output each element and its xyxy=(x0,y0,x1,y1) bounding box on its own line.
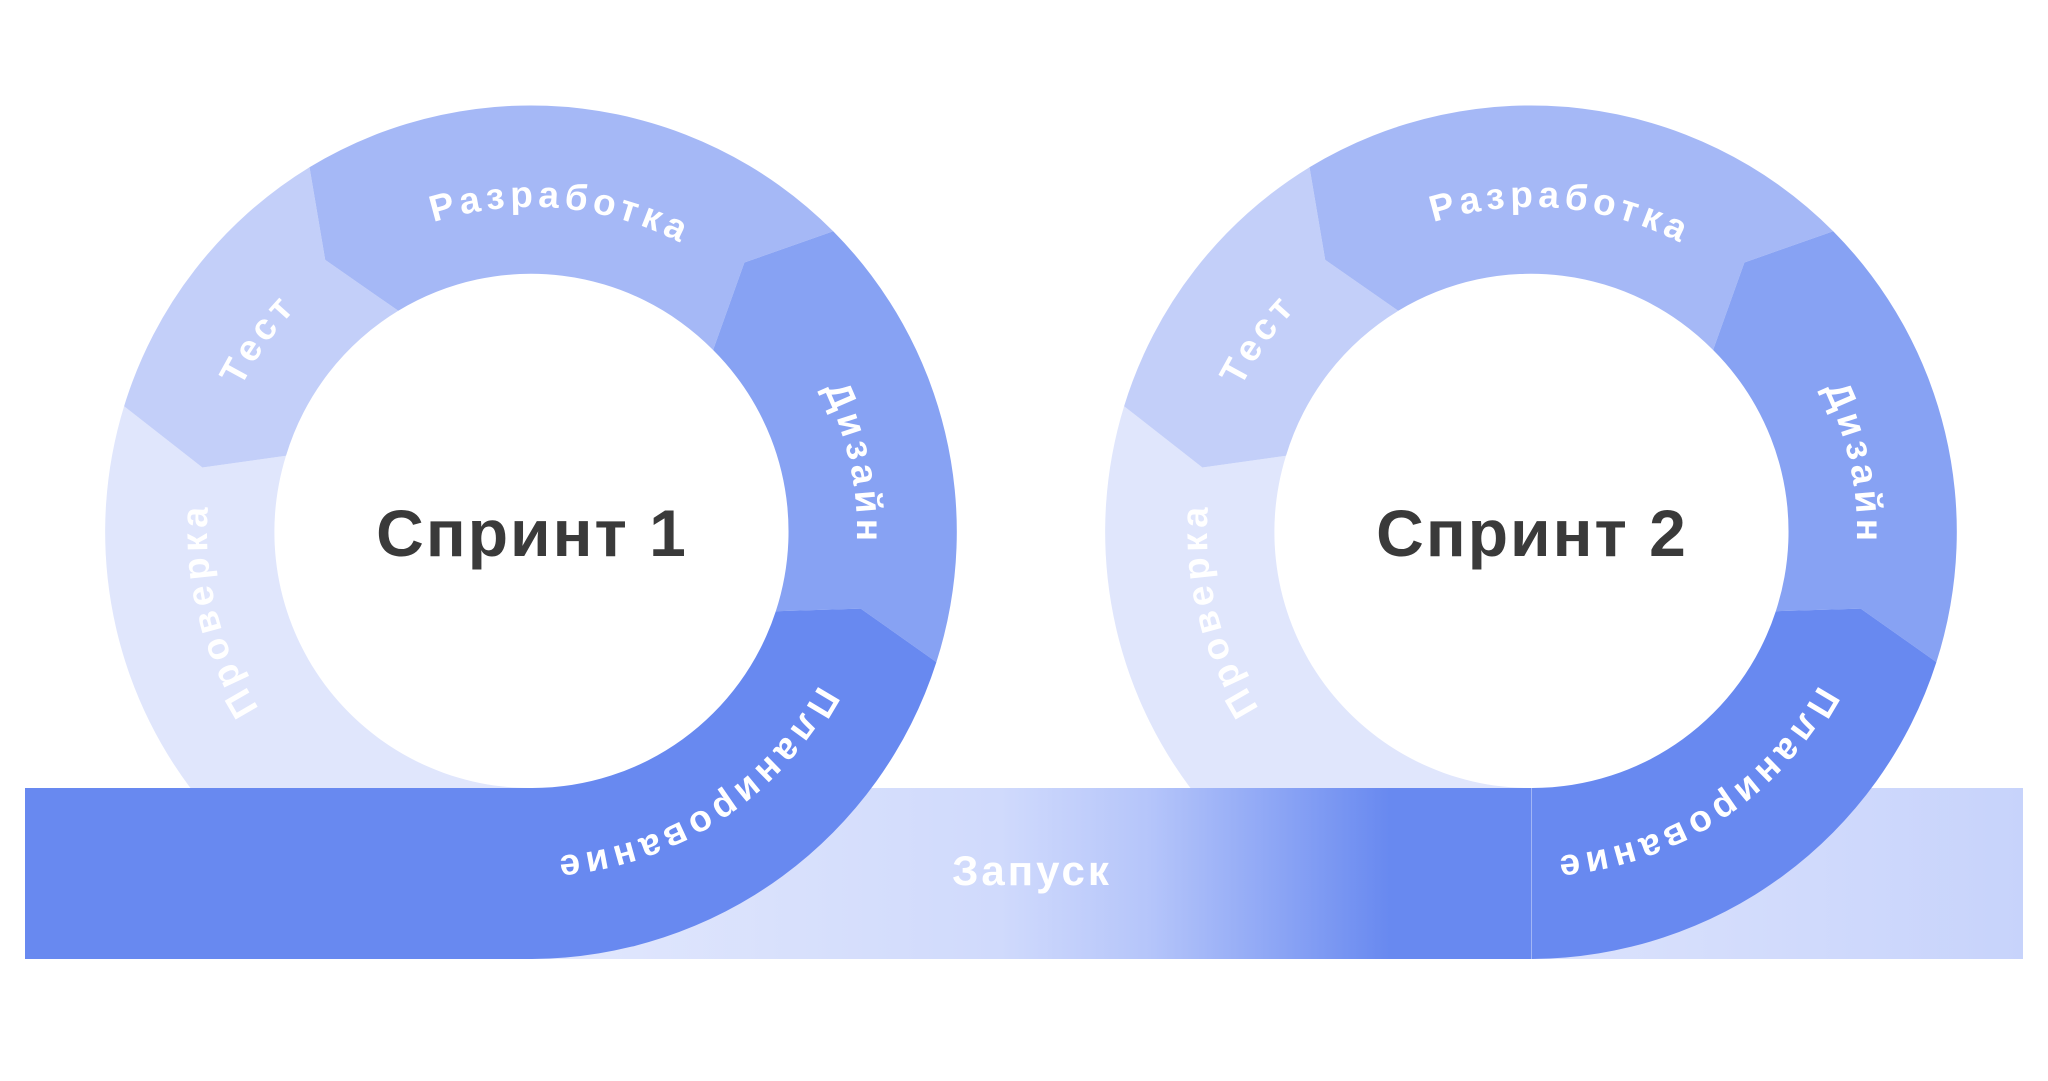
segment-test xyxy=(124,167,399,468)
segment-design xyxy=(713,231,957,663)
sprint-2-segment-planning xyxy=(1532,608,1937,959)
segment-test xyxy=(1124,167,1399,468)
segment-development xyxy=(309,105,834,350)
sprint-1-segment-planning xyxy=(532,608,937,959)
sprint-title: Спринт 2 xyxy=(1376,496,1688,570)
launch-label: Запуск xyxy=(952,847,1112,894)
segment-development xyxy=(1309,105,1834,350)
sprint-title: Спринт 1 xyxy=(376,496,688,570)
segment-design xyxy=(1713,231,1957,663)
